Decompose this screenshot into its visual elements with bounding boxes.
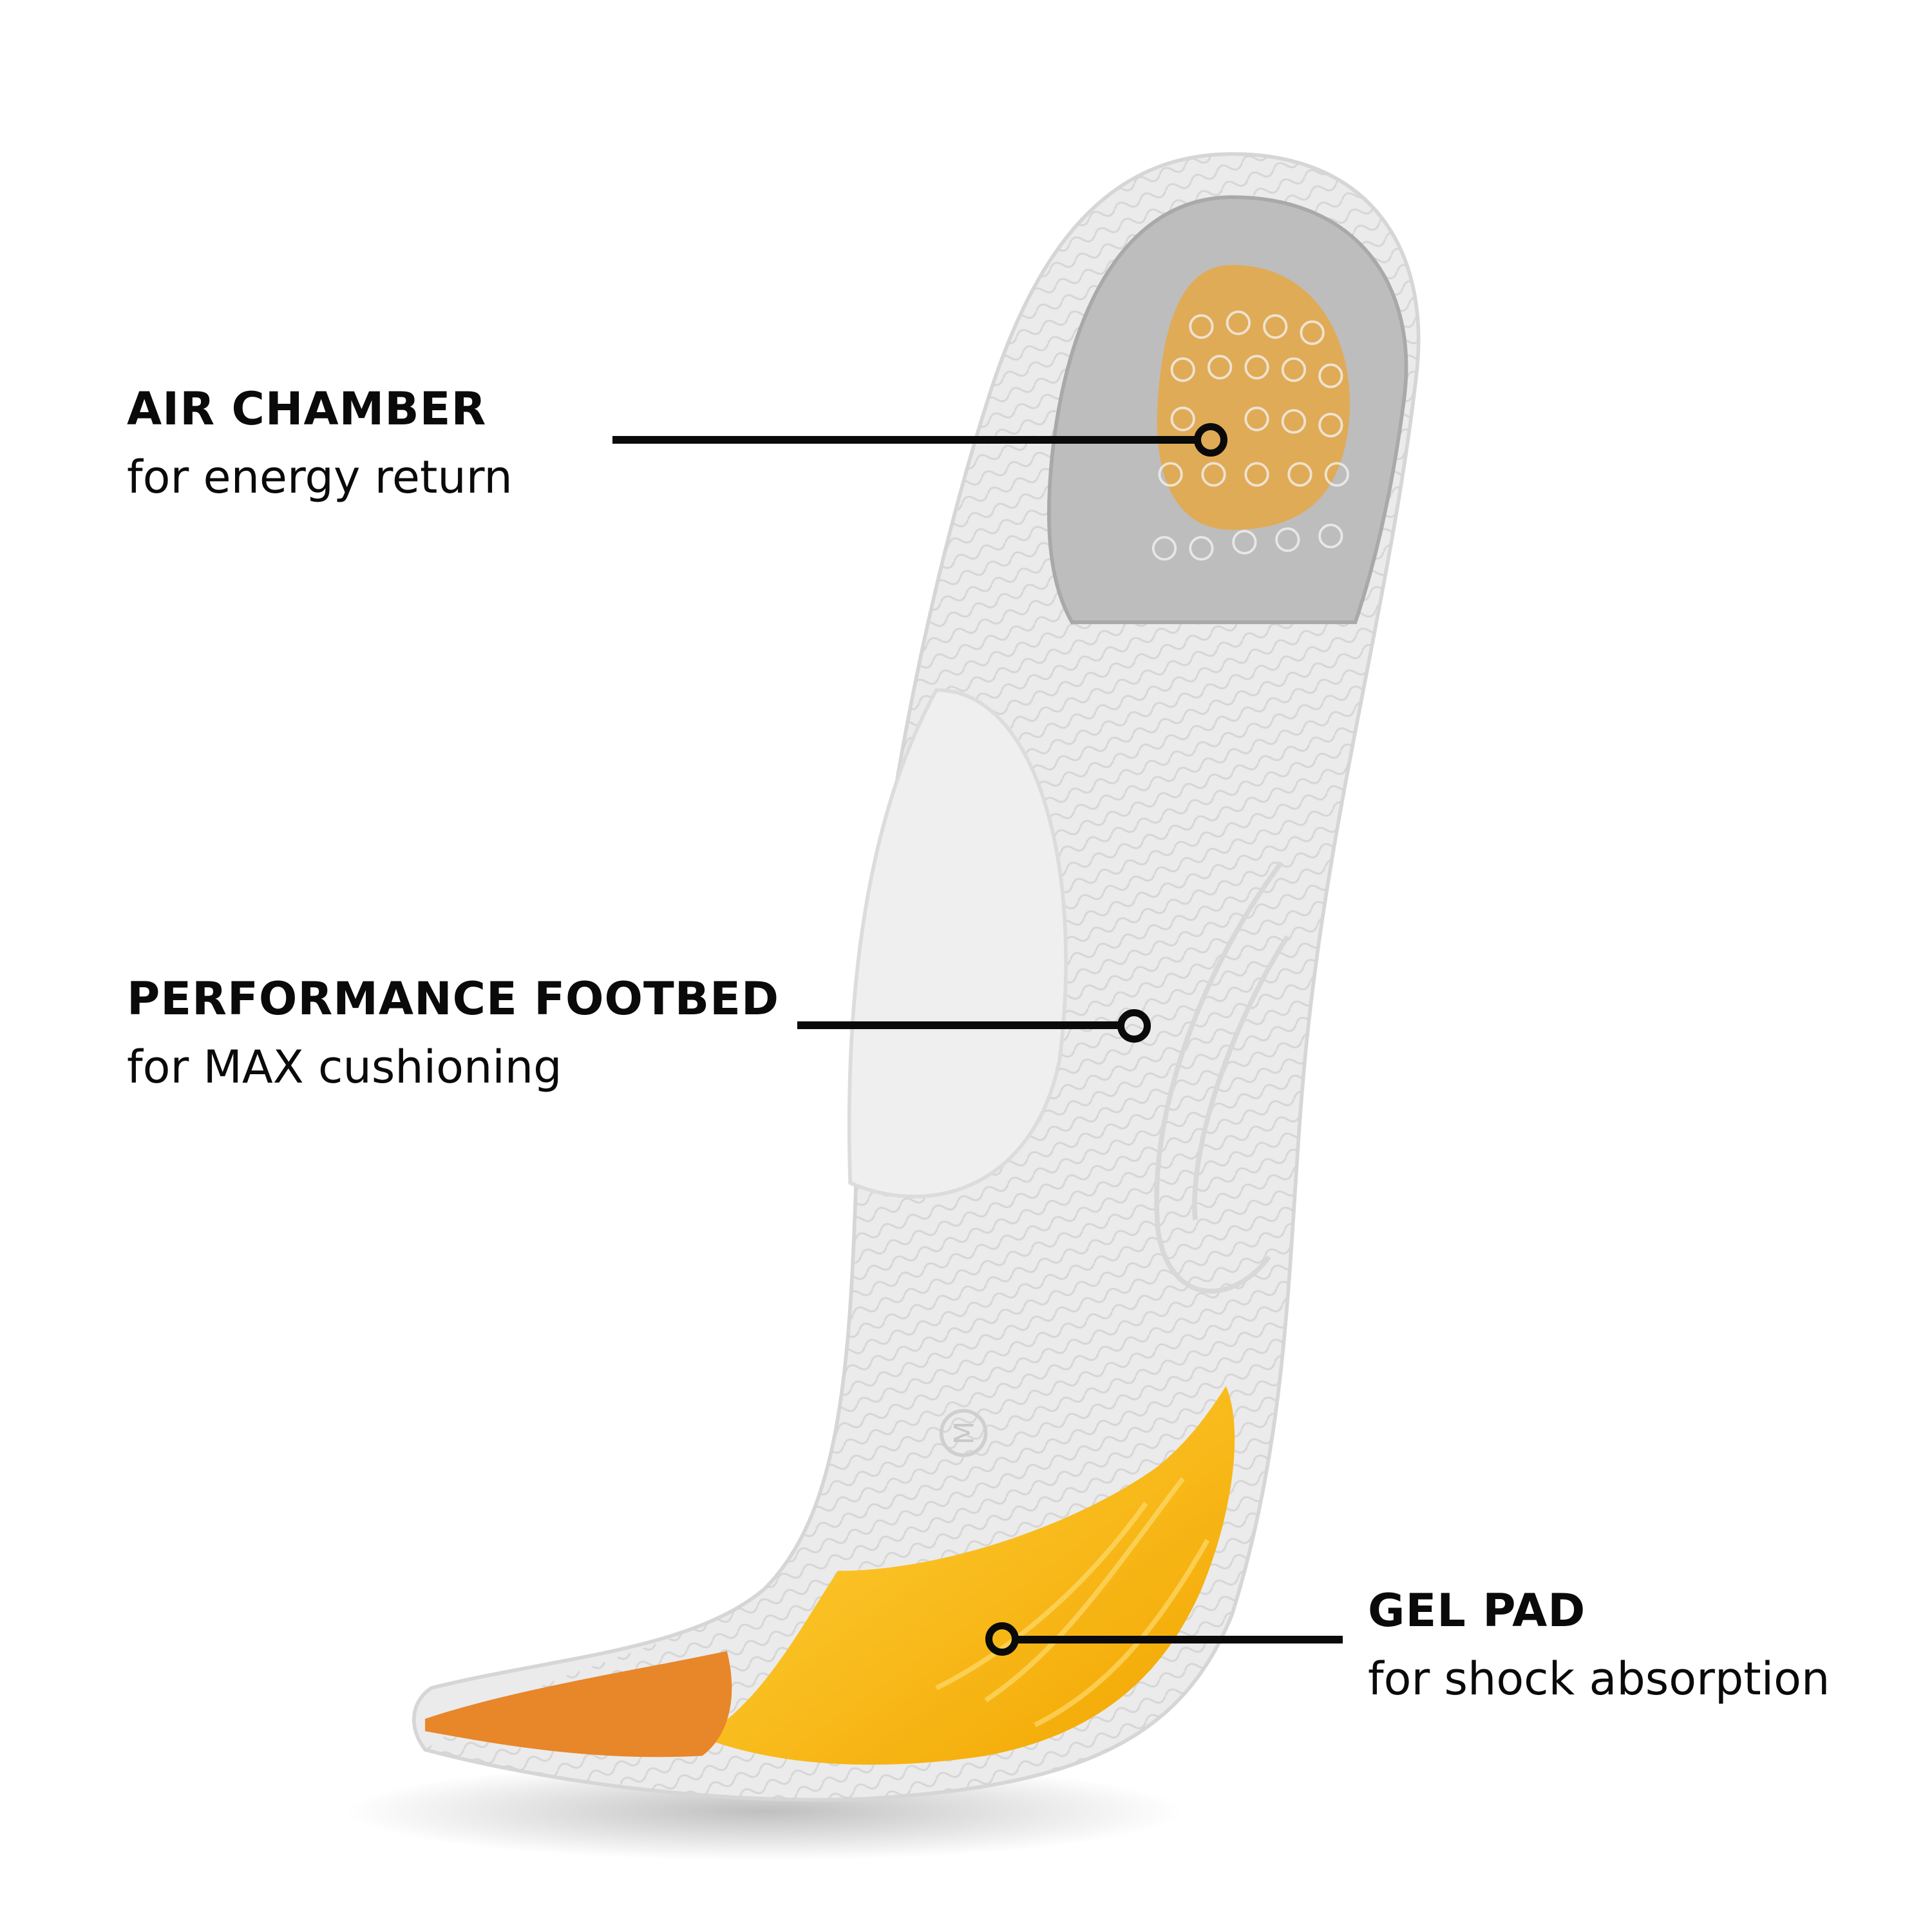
size-mark: M [939, 1408, 988, 1457]
arch-panel [847, 688, 1068, 1198]
arch-contour [1154, 860, 1290, 1294]
callout-line-performance-footbed [797, 1021, 1119, 1029]
gel-ridges [935, 1477, 1210, 1727]
callout-title: GEL PAD [1368, 1584, 1586, 1637]
callout-title: PERFORMANCE FOOTBED [127, 972, 780, 1025]
size-mark-text: M [948, 1421, 980, 1444]
toe-fabric [425, 1651, 732, 1757]
callout-gel-pad: GEL PAD for shock absorption [1368, 1588, 1830, 1701]
callout-air-chamber: AIR CHAMBER for energy return [127, 386, 513, 500]
callout-performance-footbed: PERFORMANCE FOOTBED for MAX cushioning [127, 976, 779, 1090]
callout-subtitle: for energy return [127, 451, 513, 504]
callout-dot-gel-pad [985, 1622, 1019, 1656]
callout-line-air-chamber [612, 436, 1198, 444]
gel-pad [702, 1386, 1235, 1765]
air-bubbles [1151, 310, 1350, 561]
callout-dot-air-chamber [1194, 423, 1227, 457]
callout-subtitle: for shock absorption [1368, 1653, 1830, 1705]
callout-subtitle: for MAX cushioning [127, 1041, 562, 1094]
callout-dot-performance-footbed [1117, 1009, 1151, 1043]
callout-line-gel-pad [1014, 1636, 1343, 1643]
callout-title: AIR CHAMBER [127, 383, 487, 435]
